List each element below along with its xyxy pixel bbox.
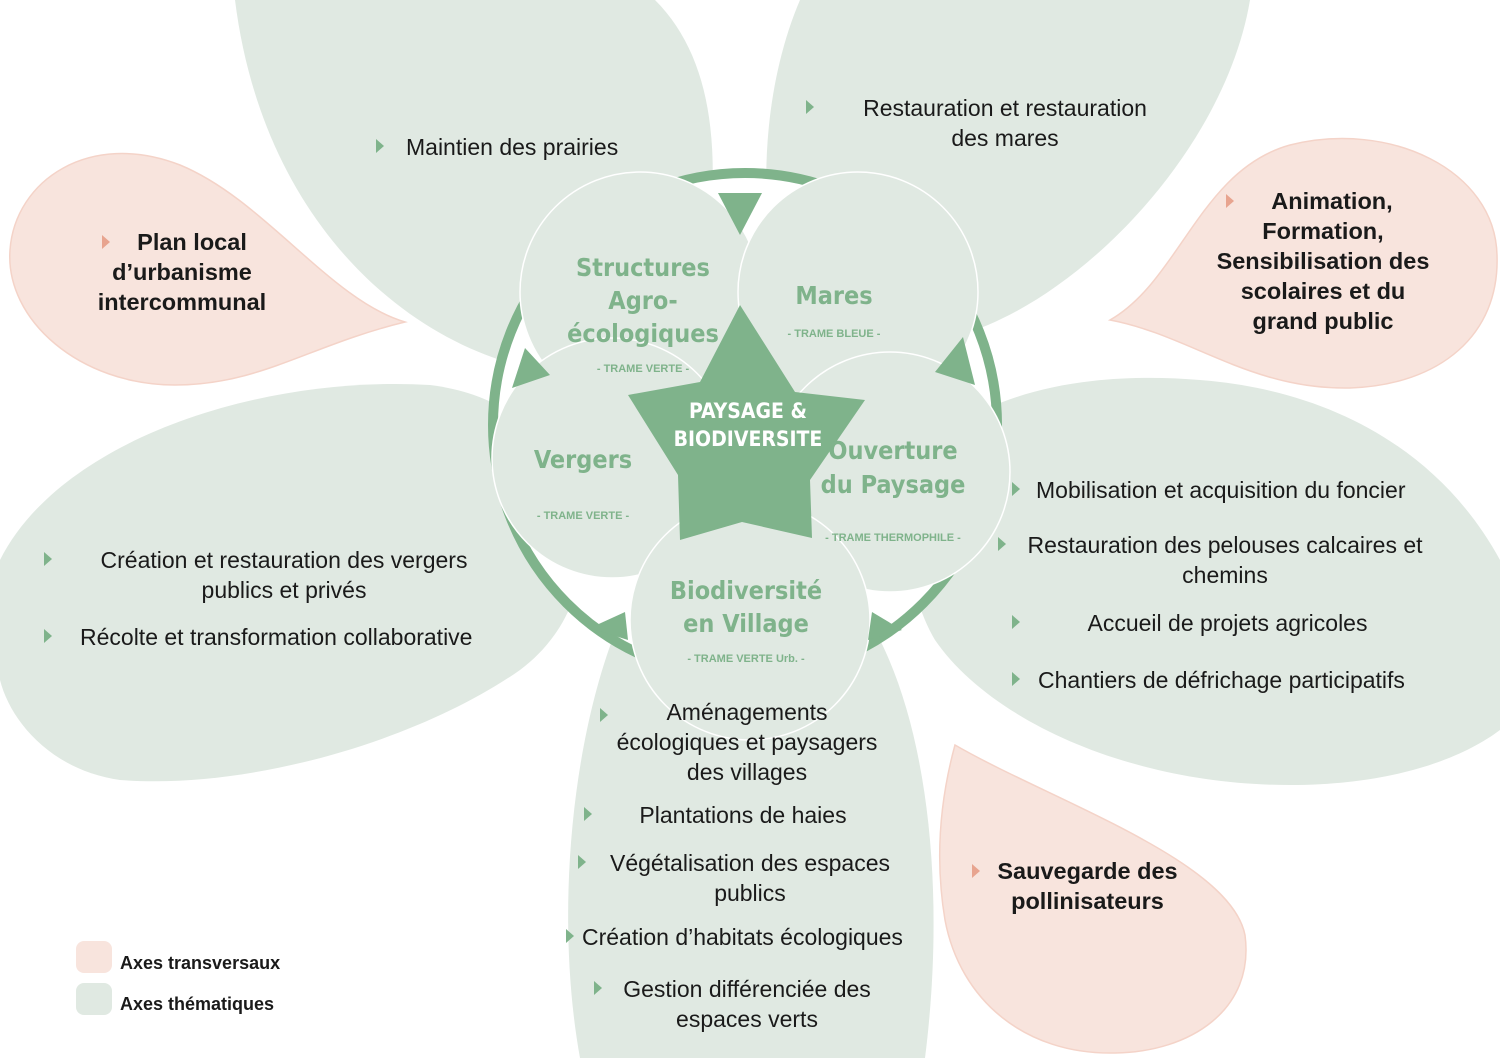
bullet-icon bbox=[600, 708, 608, 722]
mares-sub: - TRAME BLEUE - bbox=[788, 328, 881, 340]
pink-petal-plu bbox=[9, 152, 408, 386]
item-vergers-publics: Création et restauration des vergers pub… bbox=[100, 547, 468, 603]
item-amenagements: Aménagements écologiques et paysagers de… bbox=[616, 699, 878, 785]
pink-petal-pollinisateurs bbox=[939, 743, 1247, 1054]
item-restauration-mares: Restauration et restauration des mares bbox=[863, 95, 1147, 151]
structures-title-3: écologiques bbox=[567, 319, 719, 348]
wedge-bottom-right bbox=[868, 612, 902, 640]
bullet-icon bbox=[578, 855, 586, 869]
center-title-line2: BIODIVERSITE bbox=[674, 427, 823, 451]
petal-right bbox=[908, 377, 1500, 785]
structures-title-1: Structures bbox=[576, 253, 710, 282]
legend-swatch-transversal bbox=[76, 941, 112, 973]
biodiversite-title-2: en Village bbox=[683, 609, 809, 638]
ouverture-title-2: du Paysage bbox=[821, 470, 966, 499]
pink-petal-animation bbox=[1107, 137, 1498, 389]
bullet-icon bbox=[1012, 482, 1020, 496]
bullet-icon bbox=[998, 537, 1006, 551]
biodiversite-title-1: Biodiversité bbox=[670, 576, 822, 605]
vergers-sub: - TRAME VERTE - bbox=[537, 510, 630, 522]
biodiversite-sub: - TRAME VERTE Urb. - bbox=[687, 653, 805, 665]
wedge-left bbox=[512, 348, 550, 388]
bullet-icon bbox=[102, 235, 110, 249]
item-projets-agricoles: Accueil de projets agricoles bbox=[1087, 610, 1368, 636]
bullet-icon bbox=[972, 864, 980, 878]
bullet-icon bbox=[1226, 194, 1234, 208]
legend-label-thematic: Axes thématiques bbox=[120, 994, 275, 1014]
bullet-icon bbox=[1012, 672, 1020, 686]
vergers-title: Vergers bbox=[534, 445, 632, 474]
structures-sub: - TRAME VERTE - bbox=[597, 363, 690, 375]
item-chantiers-defrichage: Chantiers de défrichage participatifs bbox=[1038, 667, 1405, 693]
legend-label-transversal: Axes transversaux bbox=[120, 953, 281, 973]
bullet-icon bbox=[1012, 615, 1020, 629]
bullet-icon bbox=[44, 552, 52, 566]
item-pelouses-calcaires: Restauration des pelouses calcaires et c… bbox=[1027, 532, 1423, 588]
bullet-icon bbox=[806, 100, 814, 114]
wedge-top bbox=[718, 193, 762, 235]
item-gestion-differenciee: Gestion différenciée des espaces verts bbox=[623, 976, 871, 1032]
wedge-right bbox=[935, 337, 975, 385]
item-haies: Plantations de haies bbox=[639, 802, 847, 828]
item-recolte: Récolte et transformation collaborative bbox=[80, 624, 473, 650]
petal-bottom bbox=[568, 592, 934, 1058]
bullet-icon bbox=[594, 981, 602, 995]
item-vegetalisation: Végétalisation des espaces publics bbox=[609, 850, 891, 906]
bullet-icon bbox=[584, 807, 592, 821]
bullet-icon bbox=[566, 929, 574, 943]
center-star bbox=[628, 305, 865, 540]
transversal-animation: Animation, Formation, Sensibilisation de… bbox=[1216, 188, 1430, 334]
item-habitats: Création d’habitats écologiques bbox=[582, 924, 903, 950]
center-title-line1: PAYSAGE & bbox=[689, 399, 807, 423]
bullet-icon bbox=[44, 629, 52, 643]
ouverture-title-1: Ouverture bbox=[828, 436, 957, 465]
mares-title: Mares bbox=[795, 281, 872, 310]
item-mobilisation-foncier: Mobilisation et acquisition du foncier bbox=[1036, 477, 1406, 503]
wedge-bottom-left bbox=[590, 612, 628, 640]
structures-title-2: Agro- bbox=[608, 286, 677, 315]
legend-swatch-thematic bbox=[76, 983, 112, 1015]
petal-left bbox=[0, 383, 582, 782]
item-maintien-prairies: Maintien des prairies bbox=[406, 134, 619, 160]
bullet-icon bbox=[376, 139, 384, 153]
ouverture-sub: - TRAME THERMOPHILE - bbox=[825, 532, 961, 544]
transversal-plu: Plan local d’urbanisme intercommunal bbox=[97, 229, 267, 315]
transversal-pollinisateurs: Sauvegarde des pollinisateurs bbox=[997, 858, 1178, 914]
